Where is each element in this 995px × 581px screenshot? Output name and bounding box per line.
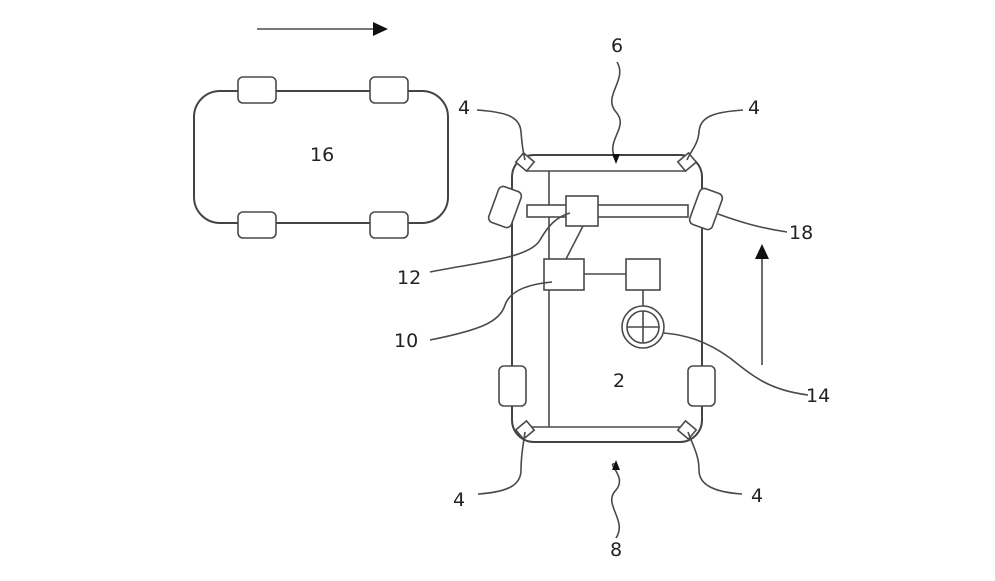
sensor-rear-left bbox=[514, 419, 536, 441]
leader-controller bbox=[429, 281, 553, 341]
leader-sensor-rl bbox=[477, 431, 526, 495]
rear-wheel-right bbox=[687, 365, 716, 407]
leader-sensor-rr bbox=[687, 431, 743, 495]
sensor-front-left bbox=[514, 151, 536, 173]
reference-labels: 16 6 8 4 4 4 4 12 10 2 14 18 bbox=[310, 35, 830, 561]
sensor-front-right bbox=[676, 151, 698, 173]
unit-link-line bbox=[565, 225, 584, 260]
leader-steering-wheel bbox=[663, 332, 809, 396]
leader-sensor-fl bbox=[476, 109, 526, 161]
other-vehicle bbox=[193, 76, 449, 239]
direction-arrow-vertical bbox=[755, 244, 769, 365]
label-steered-wheel: 18 bbox=[789, 222, 813, 244]
controller-box bbox=[543, 258, 585, 291]
label-steering-wheel: 14 bbox=[806, 385, 830, 407]
direction-arrow-horizontal bbox=[257, 22, 388, 36]
label-controller: 10 bbox=[394, 330, 418, 352]
leader-steering-unit bbox=[429, 212, 571, 273]
wheel-front-right bbox=[369, 76, 409, 104]
steering-rack bbox=[526, 204, 689, 218]
label-rear: 8 bbox=[610, 539, 622, 561]
steering-unit-box bbox=[565, 195, 599, 227]
wheel-rear-right bbox=[369, 211, 409, 239]
leader-front bbox=[610, 61, 622, 161]
label-front: 6 bbox=[611, 35, 623, 57]
label-sensor-fr: 4 bbox=[748, 97, 760, 119]
leader-sensor-fr bbox=[686, 109, 744, 161]
leader-rear bbox=[610, 463, 621, 539]
rear-wheel-left bbox=[498, 365, 527, 407]
wheel-front-left bbox=[237, 76, 277, 104]
steering-input-box bbox=[625, 258, 661, 291]
label-sensor-rr: 4 bbox=[751, 485, 763, 507]
ego-vehicle bbox=[487, 151, 724, 443]
wheel-rear-left bbox=[237, 211, 277, 239]
steered-wheel-right bbox=[688, 187, 724, 231]
label-other-vehicle: 16 bbox=[310, 144, 334, 166]
label-steering-unit: 12 bbox=[397, 267, 421, 289]
label-sensor-rl: 4 bbox=[453, 489, 465, 511]
label-sensor-fl: 4 bbox=[458, 97, 470, 119]
sensor-rear-right bbox=[676, 419, 698, 441]
leader-lines bbox=[429, 61, 809, 539]
leader-steered-wheel bbox=[717, 213, 788, 233]
steered-wheel-left bbox=[487, 185, 523, 229]
label-vehicle: 2 bbox=[613, 370, 625, 392]
